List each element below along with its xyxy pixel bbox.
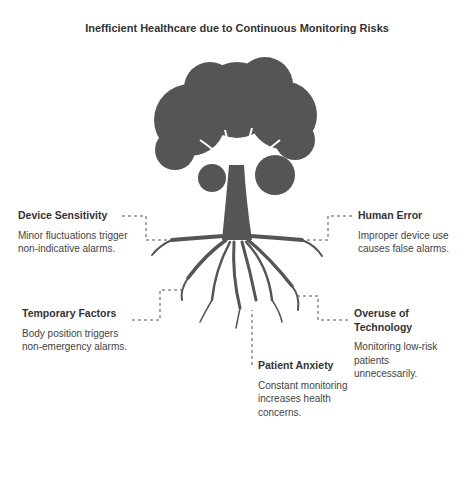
callout-heading: Overuse of Technology: [354, 307, 454, 334]
callout-group: Temporary FactorsBody position triggers …: [22, 307, 130, 354]
callout-description: Body position triggers non-emergency ala…: [22, 327, 130, 354]
leader-lines: [122, 216, 352, 365]
callout-description: Minor fluctuations trigger non-indicativ…: [18, 229, 128, 256]
callout-heading: Patient Anxiety: [258, 359, 368, 373]
callout-heading: Temporary Factors: [22, 307, 130, 321]
callout-group: Device SensitivityMinor fluctuations tri…: [18, 209, 128, 256]
callout-heading: Human Error: [358, 209, 458, 223]
callout-description: Improper device use causes false alarms.: [358, 229, 458, 256]
callout-description: Monitoring low-risk patients unnecessari…: [354, 340, 454, 381]
callout-group: Patient AnxietyConstant monitoring incre…: [258, 359, 368, 419]
callout-heading: Device Sensitivity: [18, 209, 128, 223]
tree-roots: [152, 236, 322, 328]
tree-trunk: [222, 165, 252, 240]
callout-group: Human ErrorImproper device use causes fa…: [358, 209, 458, 256]
callout-description: Constant monitoring increases health con…: [258, 379, 368, 420]
diagram-title: Inefficient Healthcare due to Continuous…: [0, 22, 474, 34]
callout-group: Overuse of TechnologyMonitoring low-risk…: [354, 307, 454, 381]
